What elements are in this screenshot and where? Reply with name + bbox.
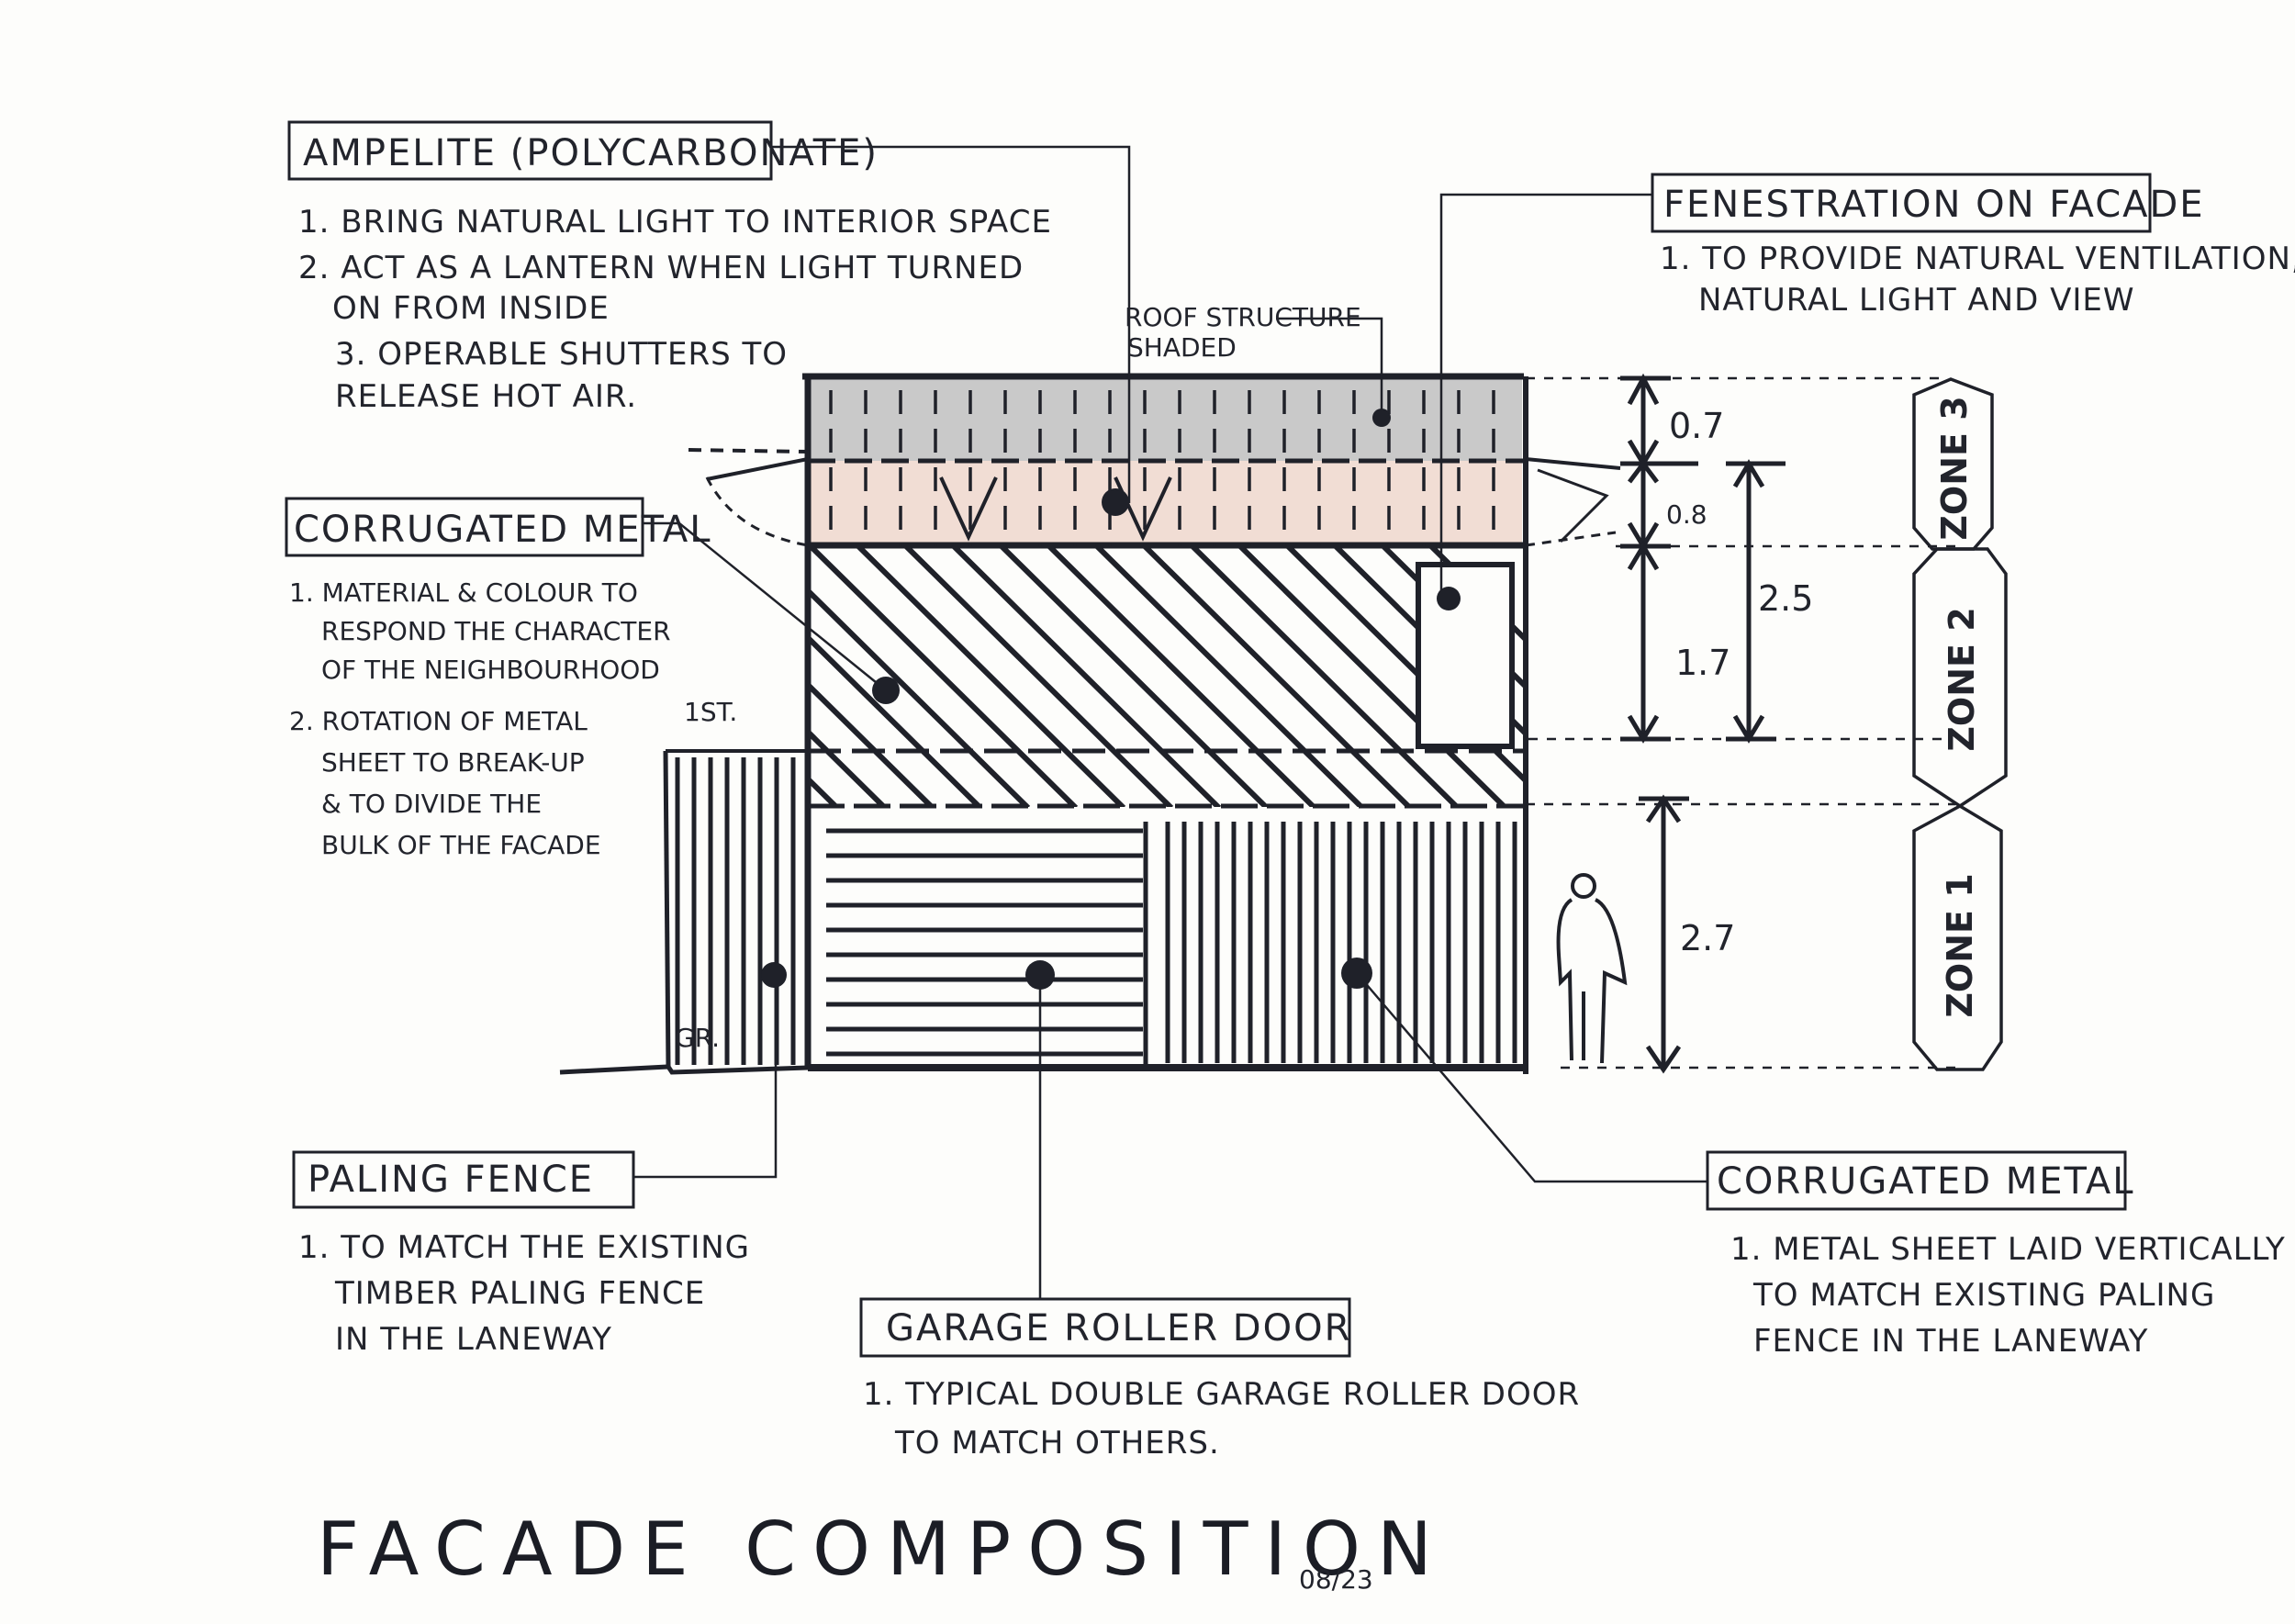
- human-scale-figure: [1556, 873, 1628, 1064]
- diagonal-hatch-line: [855, 545, 1126, 807]
- paling-fence-lines: [675, 757, 796, 1065]
- dimension-lines: [1620, 373, 1786, 1074]
- dimension-2-5: 2.5: [1758, 578, 1813, 619]
- ampelite-note-3: 3. OPERABLE SHUTTERS TO: [335, 336, 788, 373]
- dimension-0-7: 0.7: [1669, 406, 1724, 446]
- label-boxes: [285, 120, 2152, 1358]
- corrugated-upper-note-1b: RESPOND THE CHARACTER: [321, 616, 671, 646]
- ground-floor: [559, 749, 1526, 1075]
- fenestration-title: FENESTRATION ON FACADE: [1663, 184, 2205, 226]
- dimension-0-8: 0.8: [1666, 499, 1707, 530]
- ampelite-note-2b: ON FROM INSIDE: [332, 290, 610, 327]
- fenestration-note-1b: NATURAL LIGHT AND VIEW: [1698, 282, 2135, 319]
- diagonal-hatch-line: [1093, 545, 1365, 807]
- corrugated-lower-title: CORRUGATED METAL: [1717, 1160, 2135, 1203]
- upper-corrugated-cladding: [808, 545, 1528, 809]
- garage-title: GARAGE ROLLER DOOR: [886, 1307, 1351, 1350]
- corrugated-lower-note-1c: FENCE IN THE LANEWAY: [1753, 1323, 2148, 1360]
- ampelite-note-2: 2. ACT AS A LANTERN WHEN LIGHT TURNED: [298, 250, 1024, 286]
- roof-dashes: [829, 390, 1495, 546]
- paling-note-1: 1. TO MATCH THE EXISTING: [298, 1229, 750, 1266]
- diagonal-hatch-line: [810, 635, 983, 807]
- garage-note-1: 1. TYPICAL DOUBLE GARAGE ROLLER DOOR: [863, 1376, 1580, 1413]
- drawing-date: 08/23: [1299, 1564, 1373, 1595]
- ampelite-title: AMPELITE (POLYCARBONATE): [303, 132, 879, 174]
- leader-lines: [633, 145, 1707, 1299]
- first-floor-level: 1ST.: [684, 697, 737, 727]
- diagonal-hatch-line: [810, 682, 935, 807]
- diagonal-hatch-line: [1237, 545, 1508, 807]
- window-opening: [1416, 562, 1515, 749]
- dimension-1-7: 1.7: [1675, 643, 1730, 683]
- diagonal-hatch-line: [1189, 545, 1461, 807]
- diagonal-hatch-line: [810, 729, 888, 807]
- corrugated-upper-note-1c: OF THE NEIGHBOURHOOD: [321, 655, 660, 685]
- dimension-2-7: 2.7: [1680, 918, 1735, 958]
- diagonal-hatch-line: [1141, 545, 1413, 807]
- corrugated-upper-title: CORRUGATED METAL: [294, 509, 712, 551]
- roof-note-2: SHADED: [1127, 332, 1237, 363]
- fenestration-note-1: 1. TO PROVIDE NATURAL VENTILATION,: [1660, 241, 2295, 277]
- corrugated-lower-note-1b: TO MATCH EXISTING PALING: [1752, 1277, 2215, 1314]
- corrugated-upper-note-2c: & TO DIVIDE THE: [321, 789, 542, 819]
- diagonal-hatch-line: [1046, 545, 1317, 807]
- diagonal-hatch-line: [950, 545, 1222, 807]
- corrugated-upper-note-2: 2. ROTATION OF METAL: [289, 706, 588, 736]
- roof-structure: [688, 373, 1621, 1074]
- roof-note-1: ROOF STRUCTURE: [1125, 302, 1361, 332]
- garage-roller-door-lines: [826, 828, 1143, 1057]
- zone-guide-lines: [1526, 376, 1965, 1070]
- zone-1-label: ZONE 1: [1940, 873, 1980, 1017]
- corrugated-upper-note-2b: SHEET TO BREAK-UP: [321, 747, 585, 778]
- diagonal-hatch-line: [902, 545, 1174, 807]
- corrugated-lower-note-1: 1. METAL SHEET LAID VERTICALLY: [1730, 1231, 2286, 1268]
- ampelite-note-3b: RELEASE HOT AIR.: [335, 378, 637, 415]
- ground-level: GR.: [675, 1023, 720, 1053]
- corrugated-upper-note-2d: BULK OF THE FACADE: [321, 830, 601, 860]
- garage-note-1b: TO MATCH OTHERS.: [894, 1425, 1220, 1462]
- diagonal-hatch-line: [810, 588, 1031, 807]
- ampelite-note-1: 1. BRING NATURAL LIGHT TO INTERIOR SPACE: [298, 204, 1052, 241]
- paling-note-1c: IN THE LANEWAY: [335, 1321, 612, 1358]
- vertical-corrugated-lines: [1165, 822, 1517, 1063]
- diagonal-hatch-line: [810, 545, 1079, 807]
- diagonal-hatch-line: [998, 545, 1270, 807]
- paling-note-1b: TIMBER PALING FENCE: [334, 1275, 705, 1312]
- zone-tags: [1912, 377, 2008, 1071]
- corrugated-upper-note-1: 1. MATERIAL & COLOUR TO: [289, 577, 638, 608]
- paling-fence-title: PALING FENCE: [308, 1159, 594, 1201]
- drawing-title: FACADE COMPOSITION: [317, 1506, 1449, 1592]
- zone-2-label: ZONE 2: [1942, 607, 1982, 751]
- leader-dots: [761, 409, 1461, 990]
- zone-3-label: ZONE 3: [1934, 396, 1975, 540]
